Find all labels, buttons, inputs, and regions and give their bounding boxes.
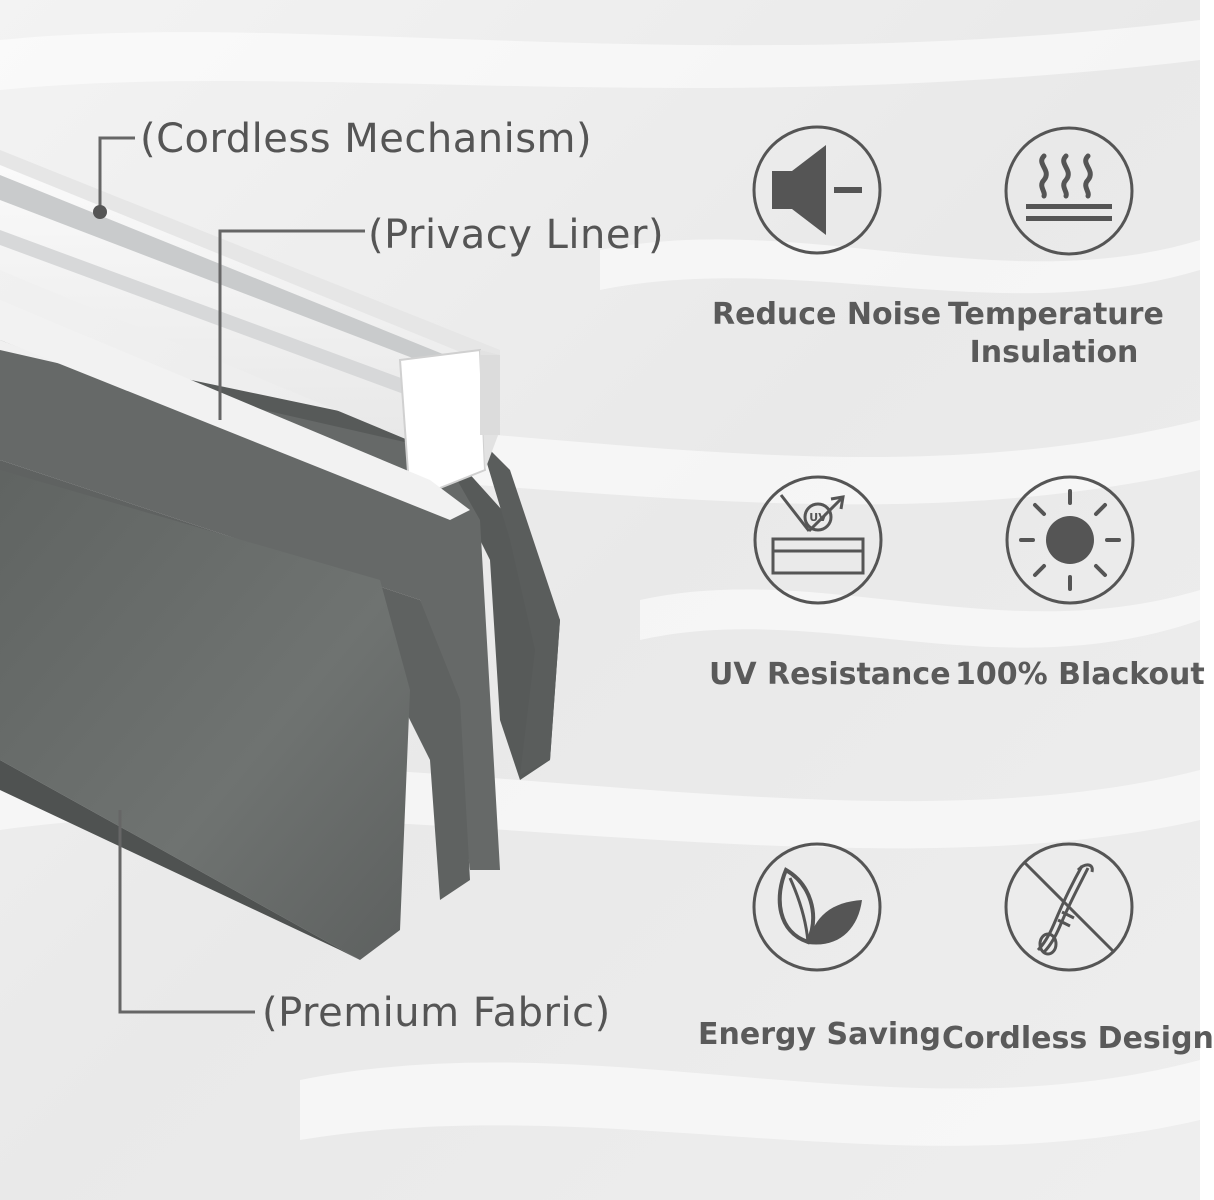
feature-label-cordless-design: Cordless Design bbox=[942, 1021, 1214, 1056]
leader-lines bbox=[98, 136, 365, 1014]
svg-text:UV: UV bbox=[809, 511, 827, 524]
no-cord-icon bbox=[1004, 842, 1134, 972]
sun-icon bbox=[1005, 475, 1135, 605]
callout-cordless-mechanism: (Cordless Mechanism) bbox=[140, 116, 593, 162]
heat-icon bbox=[1004, 126, 1134, 256]
feature-label-reduce-noise: Reduce Noise bbox=[712, 297, 942, 332]
speaker-icon bbox=[752, 125, 882, 255]
feature-label-temperature: Temperature bbox=[948, 297, 1164, 332]
feature-label-uv-resistance: UV Resistance bbox=[709, 657, 951, 692]
feature-label-insulation: Insulation bbox=[969, 335, 1139, 370]
feature-label-blackout: 100% Blackout bbox=[955, 657, 1205, 692]
callout-privacy-liner: (Privacy Liner) bbox=[368, 212, 665, 258]
uv-icon: UV bbox=[753, 475, 883, 605]
leader-dot bbox=[93, 205, 107, 219]
callout-premium-fabric: (Premium Fabric) bbox=[262, 990, 611, 1036]
rail-illustration bbox=[0, 150, 500, 520]
feature-label-energy-saving: Energy Saving bbox=[698, 1017, 941, 1052]
leaf-icon bbox=[752, 842, 882, 972]
